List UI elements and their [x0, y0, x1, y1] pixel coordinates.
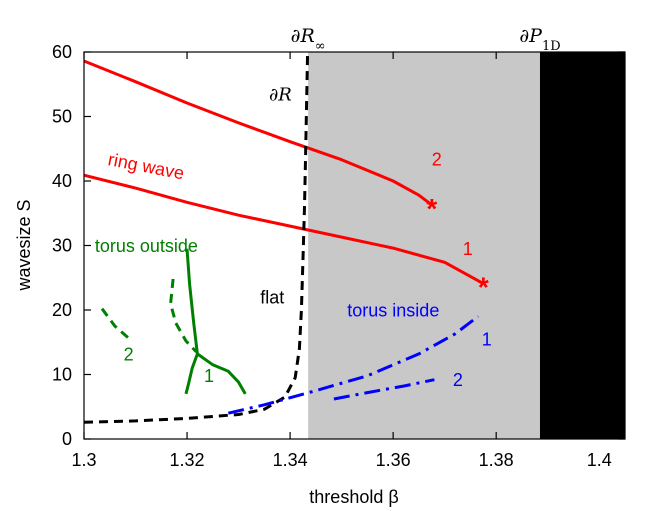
series-torus-outside-1-branch [196, 352, 247, 395]
x-axis-title: threshold β [309, 487, 398, 507]
series [84, 52, 485, 424]
end-markers: ** [426, 193, 489, 303]
x-tick-label: 1.36 [376, 450, 411, 470]
end-marker-ring-wave-2: * [426, 193, 437, 224]
annotation: 1 [463, 239, 473, 259]
y-axis-title: wavesize S [14, 199, 34, 291]
regions [308, 52, 625, 439]
annotation: 1 [482, 329, 492, 349]
y-tick-label: 0 [62, 429, 72, 449]
series-torus-outside-2a [169, 278, 198, 353]
x-tick-label: 1.32 [170, 450, 205, 470]
series-ring-wave-1 [84, 173, 485, 285]
annotation: torus inside [347, 300, 439, 320]
y-tick-label: 60 [52, 42, 72, 62]
series-ring-wave-2 [84, 59, 433, 207]
y-tick-label: 50 [52, 107, 72, 127]
annotation: 2 [432, 150, 442, 170]
annotation: 2 [124, 344, 134, 364]
boundary-label-0: ∂R∞ [291, 25, 326, 54]
region-0 [308, 52, 540, 439]
boundary-label-1: ∂P1D [519, 25, 560, 54]
y-tick-label: 40 [52, 171, 72, 191]
y-tick-label: 20 [52, 300, 72, 320]
end-marker-ring-wave-1: * [478, 272, 489, 303]
annotation: torus outside [95, 236, 198, 256]
x-tick-label: 1.4 [587, 450, 612, 470]
series-torus-outside-2b [100, 307, 132, 341]
annotation: 2 [453, 370, 463, 390]
series-boundary-dR [84, 52, 310, 424]
annotation: 1 [204, 366, 214, 386]
axis-ticks: 1.3 1.32 1.34 1.36 1.38 1.4 0 10 20 30 40 50 60 ∂R∞ ∂P… [52, 25, 625, 470]
x-tick-label: 1.3 [71, 450, 96, 470]
annotation: ∂R [269, 84, 292, 105]
x-tick-label: 1.38 [479, 450, 514, 470]
x-tick-label: 1.34 [273, 450, 308, 470]
annotation: ring wave [106, 149, 185, 183]
region-1 [539, 52, 625, 439]
annotation: flat [260, 288, 284, 308]
series-torus-inside-2 [333, 378, 435, 401]
series-torus-inside-1 [227, 315, 480, 415]
y-tick-label: 30 [52, 236, 72, 256]
series-torus-outside-1 [184, 248, 199, 395]
y-tick-label: 10 [52, 365, 72, 385]
